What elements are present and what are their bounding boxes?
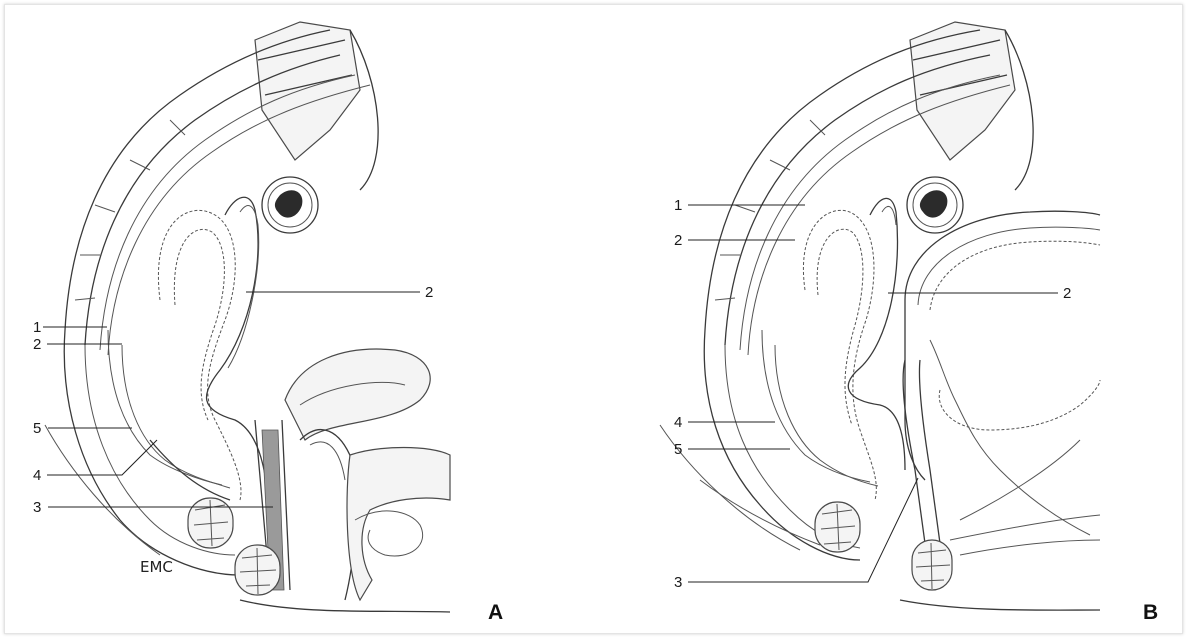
label-b-2-right: 2 <box>1063 285 1071 302</box>
label-a-4: 4 <box>33 467 41 484</box>
panel-b-drawing <box>660 22 1100 610</box>
label-a-1: 1 <box>33 319 41 336</box>
panel-letter-a: A <box>488 601 503 624</box>
label-a-2-left: 2 <box>33 336 41 353</box>
label-b-1: 1 <box>674 197 682 214</box>
label-a-5: 5 <box>33 420 41 437</box>
label-a-3: 3 <box>33 499 41 516</box>
label-b-3: 3 <box>674 574 682 591</box>
label-b-5: 5 <box>674 441 682 458</box>
label-b-4: 4 <box>674 414 682 431</box>
label-b-2-left: 2 <box>674 232 682 249</box>
leader-b-3 <box>688 478 918 582</box>
signature-mark: EMC <box>140 558 173 576</box>
panel-letter-b: B <box>1143 601 1158 624</box>
label-a-2-right: 2 <box>425 284 433 301</box>
panel-a-drawing <box>45 22 450 612</box>
